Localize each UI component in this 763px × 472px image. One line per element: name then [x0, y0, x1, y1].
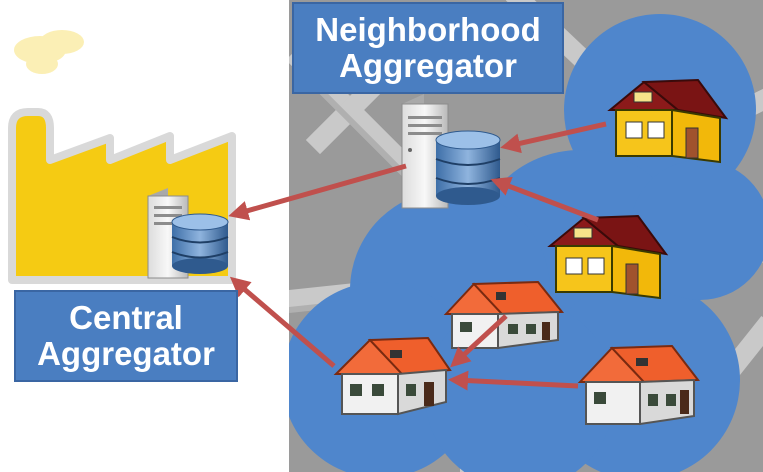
neighborhood-aggregator-label: Neighborhood Aggregator	[292, 2, 564, 94]
arrow-house-to-house	[450, 314, 508, 368]
central-label-line2: Aggregator	[37, 335, 215, 372]
arrow-neighborhood-to-central	[228, 163, 407, 221]
central-aggregator-label: Central Aggregator	[14, 290, 238, 382]
house-icon	[607, 78, 729, 164]
arrow-house-to-neighborhood-2	[490, 176, 599, 223]
arrow-house-to-central	[229, 276, 336, 368]
central-label-line1: Central	[69, 299, 183, 337]
house-icon	[547, 214, 669, 300]
neighborhood-database-icon	[435, 130, 501, 205]
neighborhood-label-line1: Neighborhood	[315, 11, 541, 49]
central-database-icon	[171, 213, 229, 274]
house-icon	[333, 336, 452, 416]
smoke-icon	[14, 30, 84, 74]
house-icon	[577, 344, 700, 426]
neighborhood-label-line2: Aggregator	[339, 47, 517, 84]
central-server-icon	[147, 188, 189, 279]
arrow-house-to-house-2	[448, 370, 579, 391]
arrow-house-to-neighborhood	[500, 121, 607, 154]
house-icon	[443, 280, 565, 350]
